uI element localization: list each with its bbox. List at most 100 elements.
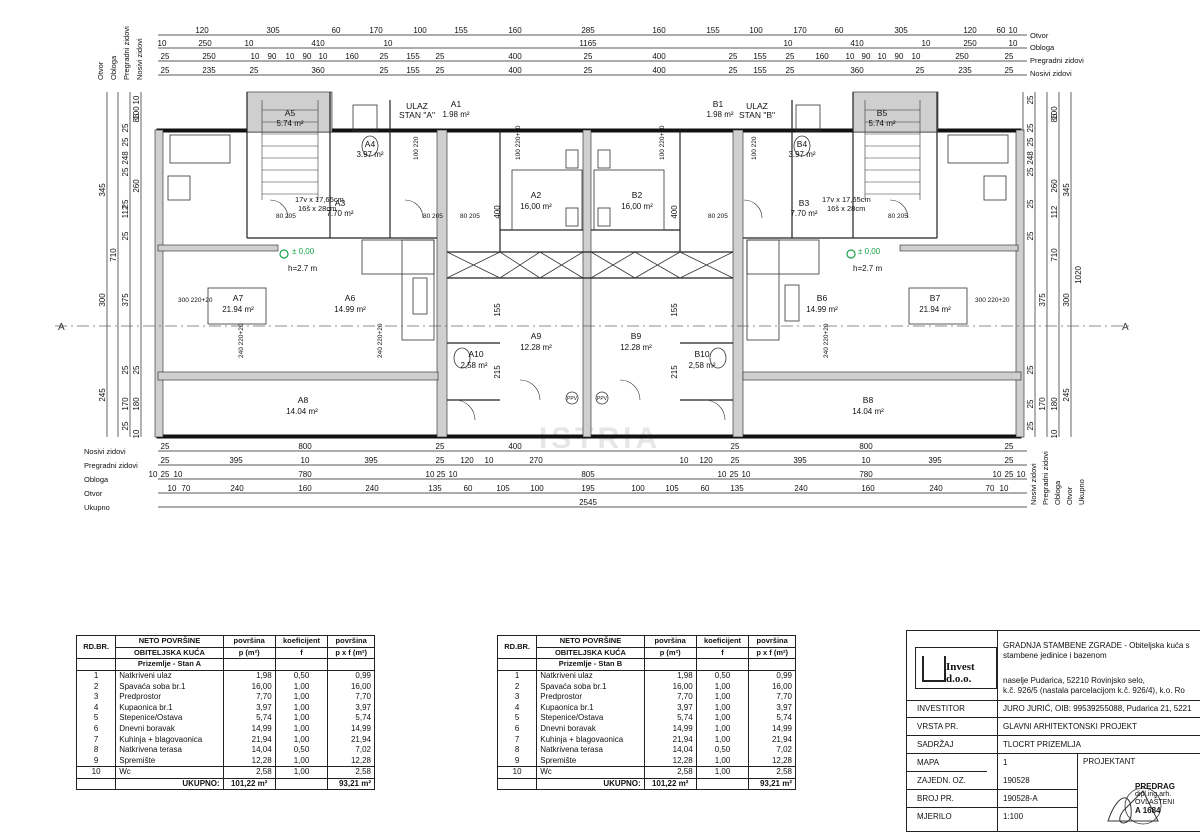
svg-text:85: 85: [132, 113, 141, 122]
svg-text:248: 248: [1026, 151, 1035, 165]
svg-text:60: 60: [835, 26, 844, 35]
svg-text:300 220+20: 300 220+20: [178, 297, 213, 304]
svg-text:10: 10: [1000, 484, 1009, 493]
stairs-a: [261, 100, 319, 200]
svg-text:710: 710: [1050, 248, 1059, 262]
signature-stamp: [1107, 787, 1162, 825]
svg-text:395: 395: [928, 456, 942, 465]
svg-text:1.98 m²: 1.98 m²: [442, 110, 469, 119]
col-name-1: NETO POVRŠINE: [536, 635, 645, 648]
svg-text:80 205: 80 205: [276, 213, 296, 220]
svg-text:360: 360: [850, 66, 864, 75]
svg-text:16,00 m²: 16,00 m²: [520, 202, 552, 211]
svg-text:10: 10: [1017, 470, 1026, 479]
svg-text:± 0,00: ± 0,00: [858, 247, 881, 256]
svg-text:80 205: 80 205: [888, 213, 908, 220]
svg-text:25: 25: [1005, 470, 1014, 479]
svg-text:STAN "B": STAN "B": [739, 110, 775, 120]
bottom-dim-row1: 25 800 25 400 25 800 25: [161, 442, 1014, 451]
svg-text:A3: A3: [335, 198, 346, 208]
svg-text:800: 800: [859, 442, 873, 451]
row-broj: BROJ PR.190528-A: [907, 790, 1077, 808]
svg-text:10: 10: [742, 470, 751, 479]
svg-text:400: 400: [508, 442, 522, 451]
svg-text:25: 25: [121, 123, 130, 132]
svg-text:400: 400: [670, 205, 679, 219]
svg-text:25: 25: [729, 52, 738, 61]
svg-text:B10: B10: [694, 349, 709, 359]
svg-text:100 220: 100 220: [413, 136, 420, 160]
svg-text:± 0,00: ± 0,00: [292, 247, 315, 256]
svg-text:25: 25: [1026, 399, 1035, 408]
project-title: GRADNJA STAMBENE ZGRADE - Obiteljska kuć…: [1003, 641, 1190, 660]
svg-text:345: 345: [1062, 183, 1071, 197]
svg-text:Obloga: Obloga: [84, 475, 109, 484]
corridor-marks: [446, 251, 734, 279]
svg-text:780: 780: [859, 470, 873, 479]
svg-text:25: 25: [436, 442, 445, 451]
svg-text:B2: B2: [632, 190, 643, 200]
svg-text:Obloga: Obloga: [109, 55, 118, 80]
svg-text:100: 100: [530, 484, 544, 493]
svg-text:14.99 m²: 14.99 m²: [334, 305, 366, 314]
svg-text:160: 160: [652, 26, 666, 35]
small-dims: 400 155 215 400 155 215: [493, 205, 679, 379]
svg-text:235: 235: [202, 66, 216, 75]
svg-text:7.70 m²: 7.70 m²: [790, 209, 817, 218]
svg-text:PPV: PPV: [567, 396, 578, 402]
svg-text:100 220: 100 220: [751, 136, 758, 160]
svg-text:250: 250: [202, 52, 216, 61]
col-povrsina: površina: [222, 635, 276, 648]
svg-text:PPV: PPV: [597, 396, 608, 402]
svg-text:375: 375: [1038, 293, 1047, 307]
col-koeficijent: koeficijent: [274, 635, 329, 648]
svg-text:5.74 m²: 5.74 m²: [868, 119, 895, 128]
svg-text:100: 100: [631, 484, 645, 493]
svg-text:215: 215: [493, 365, 502, 379]
bottom-right-vertical-labels: Nosivi zidovi Pregradni zidovi Obloga Ot…: [1029, 451, 1086, 505]
svg-text:17v x 17,65cm: 17v x 17,65cm: [822, 195, 871, 204]
area-table-stan-b: RD.BR. NETO POVRŠINE površina koeficijen…: [496, 634, 796, 791]
svg-text:155: 155: [406, 52, 420, 61]
svg-text:B8: B8: [863, 395, 874, 405]
svg-text:80 205: 80 205: [460, 213, 480, 220]
svg-text:100 220+20: 100 220+20: [659, 125, 666, 160]
top-dimension-lines: [158, 34, 1027, 76]
partitions: [246, 92, 938, 401]
svg-text:100: 100: [749, 26, 763, 35]
svg-text:1165: 1165: [579, 39, 597, 48]
svg-text:25: 25: [1005, 66, 1014, 75]
section-label: Prizemlje - Stan B: [536, 658, 645, 671]
svg-text:B6: B6: [817, 293, 828, 303]
doors: [269, 199, 909, 421]
svg-text:10: 10: [301, 456, 310, 465]
svg-text:25: 25: [1026, 95, 1035, 104]
svg-text:25: 25: [730, 470, 739, 479]
left-dim-vertical: 10 100 25 85 25 248 25 260 25 112 25 375…: [98, 95, 141, 438]
svg-text:120: 120: [195, 26, 209, 35]
svg-text:10: 10: [449, 470, 458, 479]
svg-text:90: 90: [303, 52, 312, 61]
svg-text:112: 112: [1050, 205, 1059, 218]
svg-text:105: 105: [665, 484, 679, 493]
svg-text:Obloga: Obloga: [1030, 43, 1055, 52]
svg-text:260: 260: [132, 179, 141, 193]
svg-text:195: 195: [581, 484, 595, 493]
svg-text:170: 170: [121, 397, 130, 411]
svg-text:80 205: 80 205: [423, 213, 443, 220]
svg-text:25: 25: [729, 66, 738, 75]
total-row: UKUPNO: 101,22 m² 93,21 m²: [496, 777, 796, 791]
svg-text:245: 245: [1062, 388, 1071, 402]
top-dim-row4: 25 235 25 360 25 155 25 400 25 400 25 15…: [161, 66, 1014, 75]
stamp-text: PREDRAG dipl.ing.arh. OVLAŠTENI A 1684: [1135, 782, 1176, 815]
svg-text:160: 160: [298, 484, 312, 493]
svg-text:h=2.7 m: h=2.7 m: [853, 264, 882, 273]
